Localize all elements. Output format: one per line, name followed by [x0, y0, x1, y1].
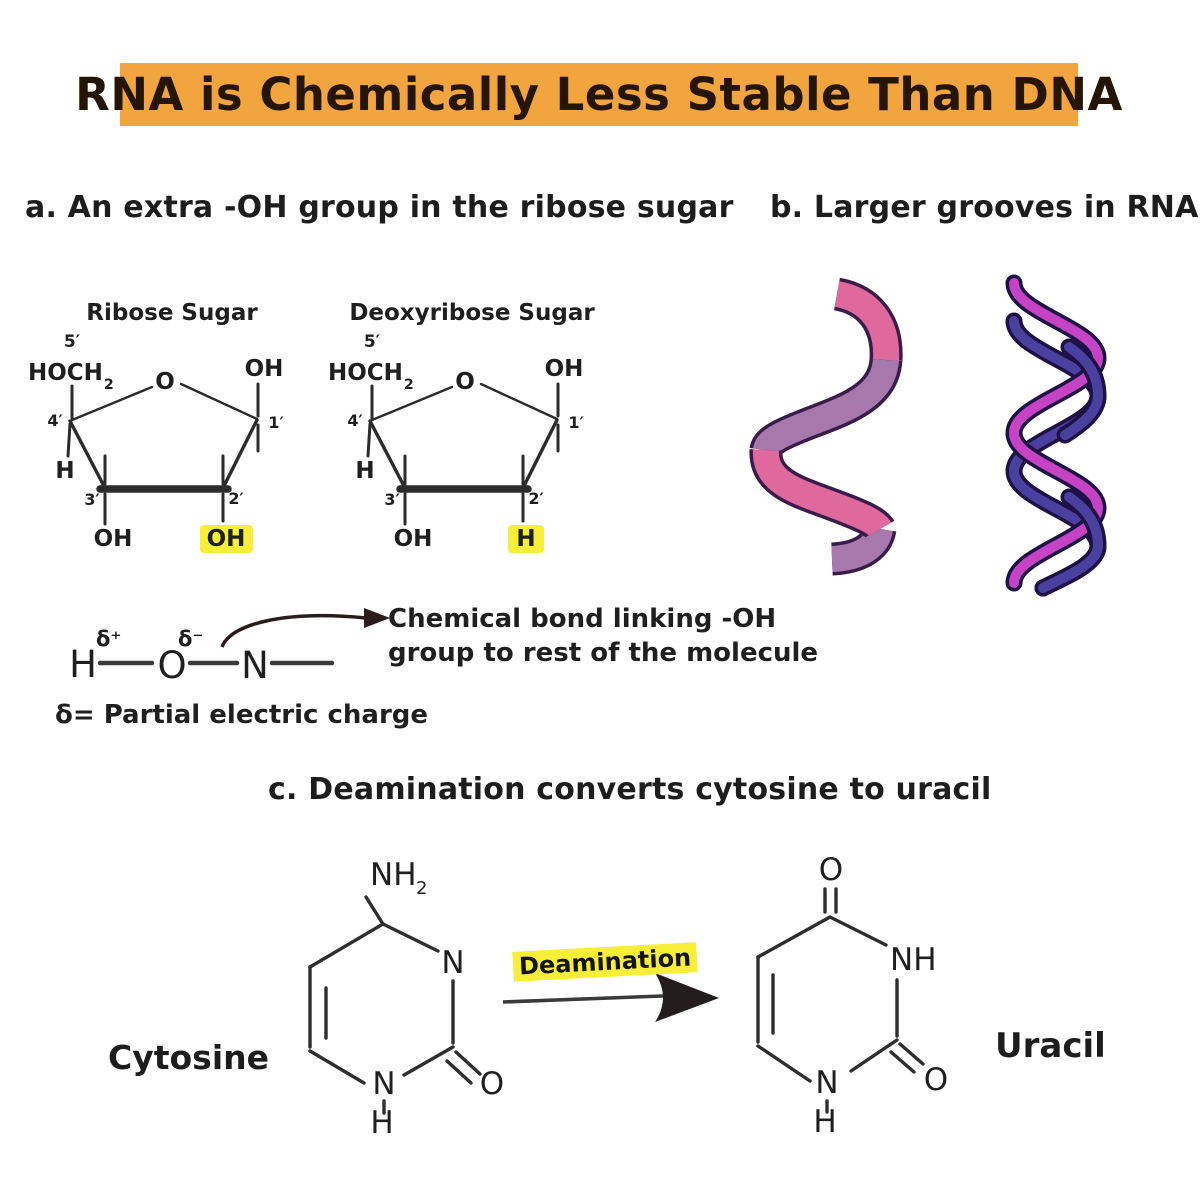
deamination-arrow	[502, 973, 719, 1022]
deoxyribose-3-prime-label: 3′	[384, 490, 399, 509]
uracil-right-oxygen: O	[924, 1062, 948, 1098]
bond-annotation-line2: group to rest of the molecule	[388, 638, 819, 668]
rna-helix-illustration	[749, 277, 903, 576]
bond-annotation-line1: Chemical bond linking -OH	[388, 604, 777, 634]
deoxyribose-hoch2-subscript: 2	[404, 377, 414, 393]
bond-n-atom: N	[241, 644, 269, 687]
ribose-2oh-highlight	[200, 525, 253, 553]
deoxyribose-ring-oxygen: O	[455, 369, 475, 395]
deoxyribose-1-prime-label: 1′	[568, 413, 583, 432]
uracil-ring-nh: NH	[890, 942, 937, 978]
dna-helix-illustration	[1005, 274, 1107, 597]
deoxyribose-2-prime-label: 2′	[528, 489, 543, 508]
ribose-1-prime-label: 1′	[268, 413, 283, 432]
cytosine-amine-subscript: 2	[416, 878, 427, 899]
cytosine-bonds	[308, 895, 482, 1115]
deamination-arrowhead	[655, 973, 719, 1022]
bond-o-atom: O	[157, 644, 186, 687]
section-c-heading: c. Deamination converts cytosine to urac…	[268, 772, 992, 807]
ribose-h-left: H	[55, 458, 74, 484]
ribose-hoch2-subscript: 2	[104, 377, 114, 393]
ribose-title: Ribose Sugar	[86, 300, 258, 326]
cytosine-ring-nitrogen: N	[441, 945, 464, 981]
deoxyribose-h-left: H	[355, 458, 374, 484]
rna-ribbon	[749, 277, 903, 576]
ribose-c2-group: OH	[207, 526, 246, 552]
bond-h-atom: H	[69, 643, 97, 686]
deoxyribose-bonds	[366, 382, 560, 526]
ribose-2-prime-label: 2′	[228, 489, 243, 508]
deamination-arrow-shaft	[502, 994, 664, 1004]
curved-pointer-arrowhead	[364, 608, 390, 628]
cytosine-structure: NH 2 N N H O	[308, 857, 504, 1141]
delta-legend: δ= Partial electric charge	[55, 700, 429, 730]
deoxyribose-c2-group: H	[516, 526, 535, 552]
cytosine-label: Cytosine	[108, 1038, 270, 1077]
ribose-ring-oxygen: O	[155, 369, 175, 395]
ribose-bonds	[66, 382, 260, 526]
bond-annotation: Chemical bond linking -OH group to rest …	[388, 602, 818, 670]
polar-bond-diagram: H δ⁺ O δ⁻ N	[69, 608, 390, 687]
uracil-bonds	[756, 887, 925, 1114]
cytosine-oxygen: O	[480, 1066, 504, 1102]
ribose-3-prime-label: 3′	[84, 490, 99, 509]
delta-plus-label: δ⁺	[96, 627, 122, 651]
delta-minus-label: δ⁻	[178, 627, 204, 651]
cytosine-bottom-hydrogen: H	[370, 1105, 393, 1141]
deoxyribose-4-prime-label: 4′	[347, 411, 362, 430]
deoxyribose-2h-highlight	[508, 525, 544, 553]
cytosine-bottom-nitrogen: N	[372, 1066, 395, 1102]
uracil-structure: O NH N H O	[756, 852, 948, 1140]
deoxyribose-5-prime-label: 5′	[364, 332, 381, 352]
deoxyribose-oh-bottom-left: OH	[394, 526, 433, 552]
ribose-5-prime-label: 5′	[64, 332, 81, 352]
deoxyribose-oh-top-right: OH	[545, 356, 584, 382]
ribose-hoch2-label: HOCH	[28, 360, 103, 386]
uracil-top-oxygen: O	[819, 852, 843, 888]
cytosine-amine-label: NH	[370, 857, 417, 893]
uracil-bottom-hydrogen: H	[813, 1104, 836, 1140]
deoxyribose-sugar-structure: Deoxyribose Sugar 5′ HOCH 2 O OH 4′ 1′ 3…	[328, 300, 595, 553]
page-title: RNA is Chemically Less Stable Than DNA	[75, 63, 1122, 126]
uracil-label: Uracil	[995, 1026, 1106, 1066]
ribose-oh-bottom-left: OH	[94, 526, 133, 552]
deoxyribose-title: Deoxyribose Sugar	[349, 300, 595, 326]
ribose-oh-top-right: OH	[245, 356, 284, 382]
dna-strands	[1005, 274, 1107, 597]
section-b-heading: b. Larger grooves in RNA	[770, 190, 1199, 225]
deoxyribose-hoch2-label: HOCH	[328, 360, 403, 386]
section-a-heading: a. An extra -OH group in the ribose suga…	[25, 190, 734, 225]
curved-pointer-arrow	[220, 614, 367, 648]
uracil-bottom-nitrogen: N	[815, 1065, 838, 1101]
ribose-sugar-structure: Ribose Sugar 5′ HOCH 2 O OH 4′ 1′ 3′ 2′ …	[28, 300, 284, 553]
ribose-4-prime-label: 4′	[47, 411, 62, 430]
